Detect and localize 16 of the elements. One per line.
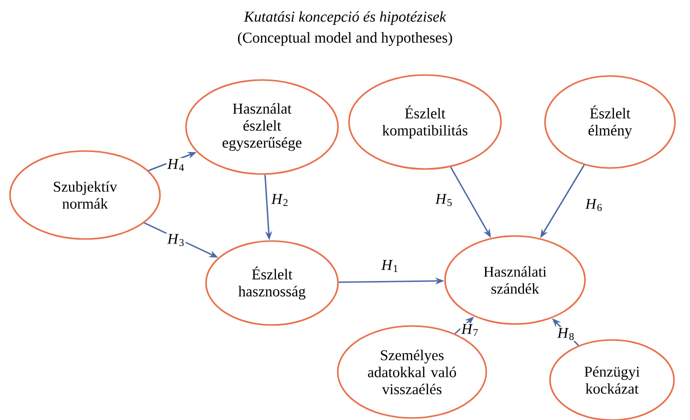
edge-label: H$_{8}$ <box>556 326 576 342</box>
ellipse-node: Használati szándék <box>444 235 586 325</box>
ellipse-node: Észlelt élmény <box>544 75 676 169</box>
edge-label: H$_{7}$ <box>460 323 480 337</box>
edge-label: H$_{5}$ <box>434 192 454 208</box>
ellipse-node: Használat észlelt egyszerűsége <box>185 79 339 175</box>
ellipse-node: Észlelt hasznosság <box>205 240 339 326</box>
edge-label: H$_{6}$ <box>584 198 604 212</box>
edge-label: H$_{4}$ <box>166 158 186 172</box>
edge-label: H$_{1}$ <box>380 259 400 273</box>
edge-label: H$_{2}$ <box>270 193 290 207</box>
caption: (Conceptual model and hypotheses) <box>238 32 452 46</box>
ellipse-node: Szubjektív normák <box>9 150 161 240</box>
edge-label: H$_{3}$ <box>166 232 186 248</box>
ellipse-node: Észlelt kompatibilitás <box>348 74 502 170</box>
title: Kutatási koncepció és hipotézisek <box>244 11 446 25</box>
